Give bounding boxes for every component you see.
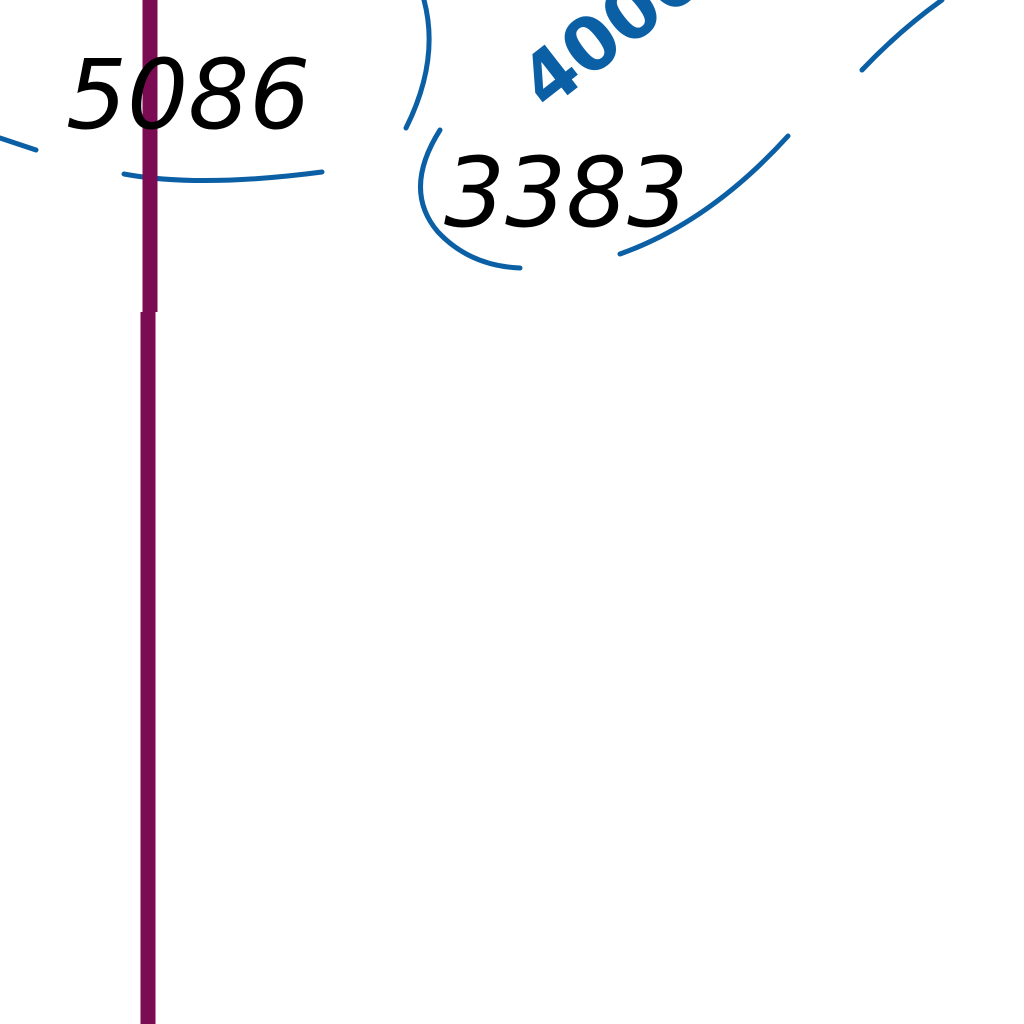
boundary-line xyxy=(140,0,158,1024)
contour-label-4000: 4000 xyxy=(504,0,719,126)
spot-elevation-3383: 3383 xyxy=(444,137,688,249)
contour-line-right-lower xyxy=(617,133,791,257)
contour-line-right-upper xyxy=(859,0,945,73)
contour-line-left-stub xyxy=(0,135,39,153)
contour-line-4000-upper xyxy=(403,0,432,131)
contour-line-around-3383 xyxy=(418,127,523,271)
spot-elevation-5086: 5086 xyxy=(66,39,310,151)
